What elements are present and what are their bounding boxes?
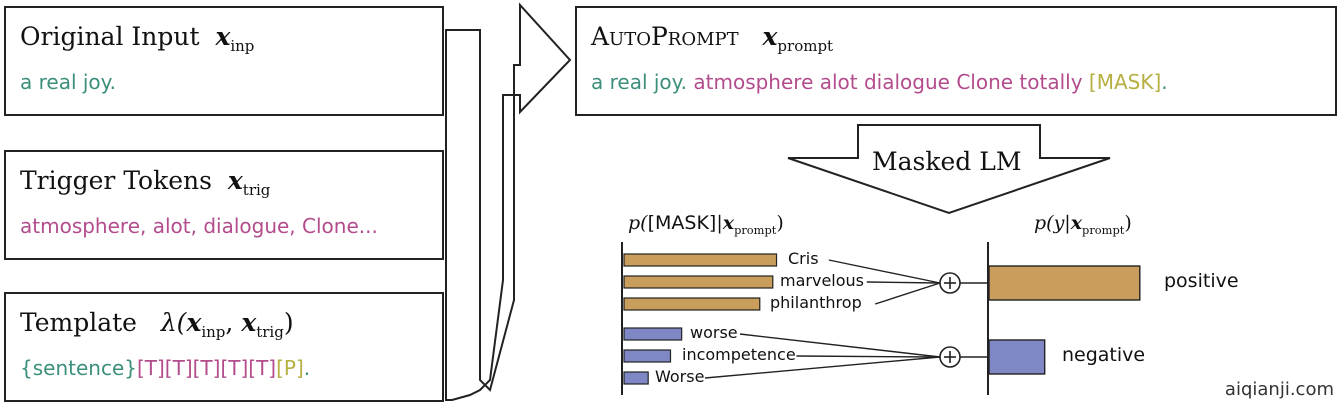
trigger-tokens-title-text: Trigger Tokens xyxy=(20,166,212,195)
original-input-title: Original Input xinp xyxy=(20,22,254,55)
autoprompt-var: x xyxy=(762,22,778,51)
autoprompt-mask: [MASK] xyxy=(1088,70,1162,94)
brace-arrow xyxy=(445,2,572,401)
template-triggers: [T][T][T][T][T] xyxy=(136,356,277,380)
template-text: {sentence}[T][T][T][T][T][P]. xyxy=(20,356,310,380)
left-axis-var: x xyxy=(722,212,735,234)
word-bar-incompetence xyxy=(623,349,672,363)
template-box: Template λ(xinp, xtrig) {sentence}[T][T]… xyxy=(4,292,444,402)
class-bar-negative xyxy=(988,339,1046,375)
template-end: . xyxy=(303,356,311,380)
autoprompt-input: a real joy. xyxy=(591,70,688,94)
masked-lm-arrow xyxy=(787,124,1111,215)
masked-lm-label: Masked LM xyxy=(872,147,1022,176)
connector-cris xyxy=(828,259,941,284)
left-axis-sub: prompt xyxy=(734,222,777,237)
left-axis-bar: | xyxy=(716,212,723,234)
connector-marvelous xyxy=(866,281,941,284)
template-comma: , xyxy=(225,308,242,337)
connector-worse xyxy=(704,356,941,379)
word-label-incompetence: incompetence xyxy=(682,345,796,364)
template-sub2: trig xyxy=(256,323,284,341)
autoprompt-title: AutoPrompt xprompt xyxy=(591,22,833,55)
autoprompt-title-text: AutoPrompt xyxy=(591,22,739,51)
trigger-tokens-title: Trigger Tokens xtrig xyxy=(20,166,270,199)
autoprompt-sub: prompt xyxy=(777,37,834,55)
word-label-cris: Cris xyxy=(788,249,819,268)
class-label-negative: negative xyxy=(1062,344,1146,366)
word-bar-worse xyxy=(623,327,683,341)
word-label-marvelous: marvelous xyxy=(780,271,864,290)
right-axis-close: ) xyxy=(1124,212,1132,234)
template-var2: x xyxy=(241,308,257,337)
template-title: Template λ(xinp, xtrig) xyxy=(20,308,294,341)
left-axis-mask: [MASK] xyxy=(647,212,717,234)
template-var1: x xyxy=(186,308,202,337)
right-axis-p: p(y| xyxy=(1034,212,1071,234)
word-label-worse: Worse xyxy=(655,367,705,386)
right-axis-var: x xyxy=(1070,212,1083,234)
watermark: aiqianji.com xyxy=(1224,379,1334,400)
left-axis-close: ) xyxy=(776,212,784,234)
word-label-worse: worse xyxy=(690,323,738,342)
template-close: ) xyxy=(283,308,294,337)
original-input-title-text: Original Input xyxy=(20,22,200,51)
autoprompt-box: AutoPrompt xprompt a real joy. atmospher… xyxy=(575,6,1337,116)
template-title-text: Template xyxy=(20,308,137,337)
word-bar-cris xyxy=(623,253,778,267)
template-sub1: inp xyxy=(201,323,226,341)
autoprompt-text: a real joy. atmosphere alot dialogue Clo… xyxy=(591,70,1168,94)
original-input-box: Original Input xinp a real joy. xyxy=(4,6,444,116)
left-axis-label: p([MASK]|xprompt) xyxy=(628,212,784,237)
right-axis-sub: prompt xyxy=(1082,222,1125,237)
original-input-var: x xyxy=(215,22,231,51)
connector-incompetence xyxy=(796,355,941,358)
original-input-text: a real joy. xyxy=(20,70,117,94)
trigger-tokens-text: atmosphere, alot, dialogue, Clone... xyxy=(20,214,378,238)
word-bar-philanthrop xyxy=(623,297,761,311)
autoprompt-end: . xyxy=(1161,70,1168,94)
right-axis-label: p(y|xprompt) xyxy=(1034,212,1132,237)
template-sentence: {sentence} xyxy=(20,356,137,380)
left-axis-p: p( xyxy=(628,212,648,234)
connector-worse xyxy=(739,333,941,358)
autoprompt-triggers: atmosphere alot dialogue Clone totally xyxy=(693,70,1083,94)
class-label-positive: positive xyxy=(1164,270,1239,292)
connector-philanthrop xyxy=(874,282,941,305)
word-bar-marvelous xyxy=(623,275,774,289)
template-lambda: λ( xyxy=(160,308,187,337)
word-label-philanthrop: philanthrop xyxy=(770,293,862,312)
trigger-tokens-var: x xyxy=(227,166,243,195)
template-predict: [P] xyxy=(276,356,304,380)
trigger-tokens-box: Trigger Tokens xtrig atmosphere, alot, d… xyxy=(4,150,444,260)
original-input-sub: inp xyxy=(230,37,255,55)
class-bar-positive xyxy=(988,265,1141,301)
trigger-tokens-sub: trig xyxy=(242,181,271,199)
word-bar-worse xyxy=(623,371,649,385)
